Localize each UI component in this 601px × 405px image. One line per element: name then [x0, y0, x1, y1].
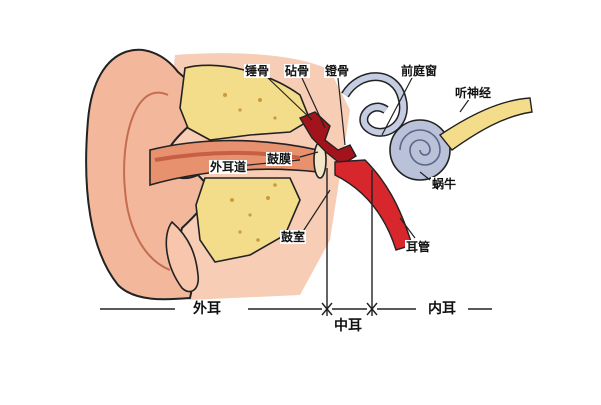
section-middle-ear: 中耳	[331, 318, 365, 334]
label-ear-canal: 外耳道	[209, 160, 247, 174]
semicircular-canals-fill	[345, 77, 403, 133]
label-cochlea: 蜗牛	[431, 177, 457, 191]
label-vestibular-window: 前庭窗	[400, 64, 438, 78]
section-inner-ear: 内耳	[425, 301, 459, 317]
label-malleus: 锤骨	[244, 64, 270, 78]
label-stapes: 镫骨	[324, 64, 350, 78]
label-eardrum: 鼓膜	[266, 152, 292, 166]
label-eustachian-tube: 耳管	[405, 240, 431, 254]
label-incus: 砧骨	[284, 64, 310, 78]
auditory-nerve-shape	[440, 98, 532, 150]
label-auditory-nerve: 听神经	[454, 86, 492, 100]
label-tympanic-cavity: 鼓室	[280, 230, 306, 244]
section-outer-ear: 外耳	[190, 301, 224, 317]
